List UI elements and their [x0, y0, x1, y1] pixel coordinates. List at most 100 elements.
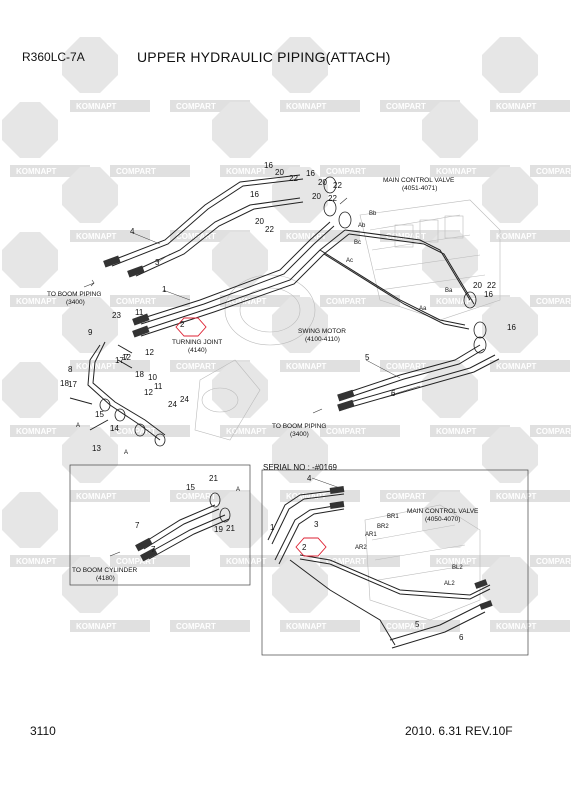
page-title: UPPER HYDRAULIC PIPING(ATTACH) — [137, 49, 391, 65]
callout-number: 20 — [312, 192, 321, 201]
port-label: BR1 — [387, 514, 399, 520]
watermark-brand-a: KOMNAPT — [286, 102, 327, 111]
watermark-brand-b: COMPART — [326, 427, 366, 436]
callout-number: 8 — [68, 365, 73, 374]
inset-frame-serial — [261, 469, 529, 656]
callout-number: 17 — [68, 380, 77, 389]
callout-number: 15 — [95, 410, 104, 419]
watermark-brand-b: COMPART — [536, 557, 571, 566]
callout-number: 7 — [124, 353, 129, 362]
callout-number: 16 — [264, 161, 273, 170]
callout-number: 16 — [507, 323, 516, 332]
bolts — [69, 344, 133, 431]
watermark-brand-b: COMPART — [386, 102, 426, 111]
callout-number: 22 — [487, 281, 496, 290]
watermark-brand-a: KOMNAPT — [226, 167, 267, 176]
watermark-brand-a: KOMNAPT — [16, 557, 57, 566]
callout-number: 22 — [333, 181, 342, 190]
port-label: A — [76, 423, 80, 429]
callout-number: 11 — [154, 382, 163, 391]
callout-number: 24 — [180, 395, 189, 404]
watermark-brand-a: KOMNAPT — [496, 102, 537, 111]
callout-number: 20 — [318, 178, 327, 187]
component-labels: MAIN CONTROL VALVE (4051-4071) TO BOOM P… — [47, 177, 479, 582]
label-main-control-valve-top: MAIN CONTROL VALVE — [383, 177, 455, 184]
label-to-boom-piping-bottom: TO BOOM PIPING — [272, 423, 326, 430]
inset-frame-boom-cylinder — [69, 464, 251, 586]
watermark-brand-b: COMPART — [386, 622, 426, 631]
watermark-brand-a: KOMNAPT — [286, 492, 327, 501]
port-label: Ab — [358, 223, 366, 229]
revision-date: 2010. 6.31 REV.10F — [405, 724, 513, 738]
watermark-brand-a: KOMNAPT — [496, 232, 537, 241]
watermark-brand-b: COMPART — [116, 167, 156, 176]
direction-arrows — [83, 197, 348, 557]
callout-number: 5 — [365, 353, 370, 362]
callout-number: 23 — [112, 311, 121, 320]
port-label: A — [124, 450, 128, 456]
model-number: R360LC-7A — [22, 50, 85, 64]
callout-number: 12 — [122, 353, 131, 362]
callout-number: 16 — [306, 169, 315, 178]
callout-number: 11 — [135, 308, 144, 317]
watermark-brand-a: KOMNAPT — [226, 427, 267, 436]
watermark-brand-a: KOMNAPT — [76, 102, 117, 111]
watermark-tile: KOMNAPT COMPART — [272, 557, 460, 632]
label-main-control-valve-top-code: (4051-4071) — [402, 185, 437, 192]
watermark-brand-a: KOMNAPT — [436, 557, 477, 566]
watermark-brand-a: KOMNAPT — [226, 557, 267, 566]
callout-number: 22 — [265, 225, 274, 234]
watermark-tile: KOMNAPT COMPART — [482, 557, 570, 632]
callout-number: 13 — [92, 444, 101, 453]
watermark-brand-b: COMPART — [176, 362, 216, 371]
watermark-brand-a: KOMNAPT — [76, 622, 117, 631]
callout-number: 4 — [307, 474, 312, 483]
callout-number: 18 — [135, 370, 144, 379]
label-serial-no: SERIAL NO : -#0169 — [263, 463, 338, 472]
label-main-control-valve-inset-code: (4050-4070) — [425, 516, 460, 523]
callout-number: 12 — [144, 388, 153, 397]
watermark-tile: KOMNAPT COMPART — [2, 102, 190, 177]
watermark-tile: KOMNAPT COMPART — [422, 492, 571, 567]
callout-number: 7 — [151, 545, 156, 554]
port-label: BL2 — [452, 565, 463, 571]
callout-number: 20 — [473, 281, 482, 290]
control-valve-drawing — [359, 199, 501, 321]
callout-number: 3 — [314, 520, 319, 529]
watermark-brand-a: KOMNAPT — [286, 622, 327, 631]
label-to-boom-cylinder-code: (4180) — [96, 575, 115, 582]
callout-number: 10 — [148, 373, 157, 382]
callout-number: 24 — [168, 400, 177, 409]
leader-lines — [132, 232, 421, 489]
port-label: AR2 — [355, 545, 367, 551]
flanges-and-orings — [99, 176, 487, 523]
pipe-group-inset-left — [139, 504, 230, 560]
callout-number: 21 — [209, 474, 218, 483]
callout-number: 16 — [484, 290, 493, 299]
watermark-brand-b: COMPART — [386, 362, 426, 371]
watermark-brand-a: KOMNAPT — [496, 492, 537, 501]
callout-number: 2 — [180, 320, 185, 329]
item-2-hexagon — [175, 317, 207, 337]
callout-number: 6 — [459, 633, 464, 642]
label-to-boom-piping-left-code: (3400) — [66, 299, 85, 306]
callout-number: 1 — [162, 285, 167, 294]
watermark-brand-a: KOMNAPT — [496, 622, 537, 631]
watermark-brand-a: KOMNAPT — [496, 362, 537, 371]
callout-number: 19 — [214, 525, 223, 534]
callout-number: 6 — [391, 389, 396, 398]
label-to-boom-piping-bottom-code: (3400) — [290, 431, 309, 438]
callout-number: 4 — [130, 227, 135, 236]
watermark-brand-b: COMPART — [386, 492, 426, 501]
callout-number: 3 — [155, 258, 160, 267]
port-label: A — [236, 487, 240, 493]
watermark-brand-a: KOMNAPT — [16, 427, 57, 436]
